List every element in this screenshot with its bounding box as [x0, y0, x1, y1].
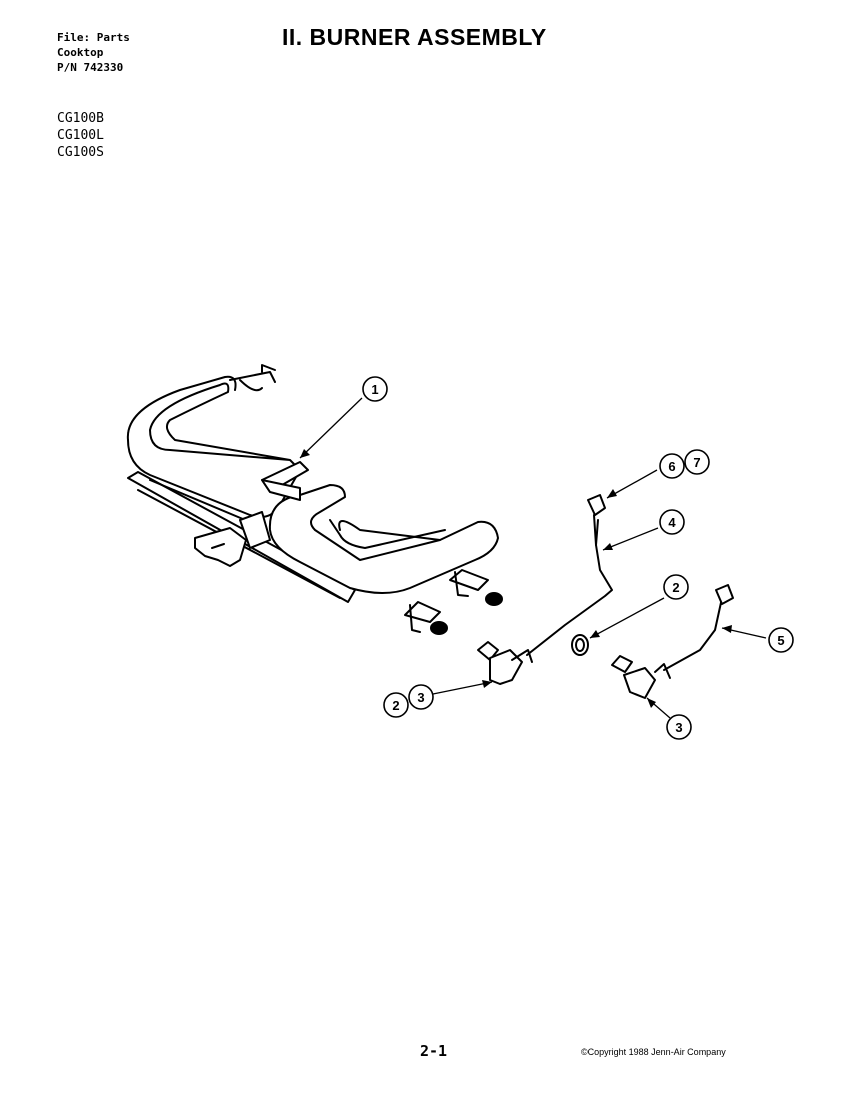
arrowhead — [482, 680, 492, 688]
right-gas-line — [663, 584, 734, 671]
callout-circle-6 — [659, 453, 685, 479]
callout-label-6: 6 — [668, 459, 675, 474]
callout-circle-2-valve — [383, 692, 409, 718]
callout-circle-5 — [768, 627, 794, 653]
leader-line-3-left — [432, 681, 493, 695]
callout-label-3-left: 3 — [417, 690, 424, 705]
callout-label-4: 4 — [668, 515, 676, 530]
callout-label-5: 5 — [777, 633, 784, 648]
left-valve — [477, 641, 533, 685]
right-burner-tube — [268, 484, 499, 594]
model-item: CG100S — [57, 145, 104, 160]
callout-label-2-nut: 2 — [672, 580, 679, 595]
arrowhead — [300, 449, 310, 458]
leader-line-1 — [299, 397, 363, 459]
model-list: CG100B CG100L CG100S — [57, 110, 104, 161]
burner-orifices — [404, 569, 503, 635]
leader-line-2-nut — [589, 597, 665, 639]
right-valve — [611, 655, 671, 699]
part-number: P/N 742330 — [57, 61, 124, 74]
model-item: CG100B — [57, 111, 104, 126]
callout-circle-3-left — [408, 684, 434, 710]
callout-circle-1 — [362, 376, 388, 402]
left-gas-line — [526, 494, 613, 656]
page-number: 2-1 — [420, 1042, 448, 1060]
arrowhead — [590, 630, 600, 638]
callout-circle-2-nut — [663, 574, 689, 600]
model-item: CG100L — [57, 128, 104, 143]
callout-circle-3-right — [666, 714, 692, 740]
arrowhead — [647, 698, 656, 708]
arrowhead — [607, 489, 617, 498]
file-info: File: Parts Cooktop P/N 742330 — [57, 30, 130, 75]
copyright-notice: ©Copyright 1988 Jenn-Air Company — [581, 1047, 726, 1057]
leader-line-4 — [602, 527, 659, 551]
arrowhead — [603, 543, 613, 550]
mounting-bracket — [127, 471, 356, 603]
callout-circle-4 — [659, 509, 685, 535]
page-title: II. BURNER ASSEMBLY — [282, 24, 547, 50]
callout-circle-7 — [684, 449, 710, 475]
callout-label-1: 1 — [371, 382, 378, 397]
callout-label-7: 7 — [693, 455, 700, 470]
arrowhead — [722, 625, 732, 633]
callout-label-3-right: 3 — [675, 720, 682, 735]
lock-nut — [571, 634, 589, 656]
file-label: File: Parts — [57, 31, 130, 44]
callout-label-2-valve: 2 — [392, 698, 399, 713]
crossover-support — [239, 461, 309, 549]
category-label: Cooktop — [57, 46, 104, 59]
